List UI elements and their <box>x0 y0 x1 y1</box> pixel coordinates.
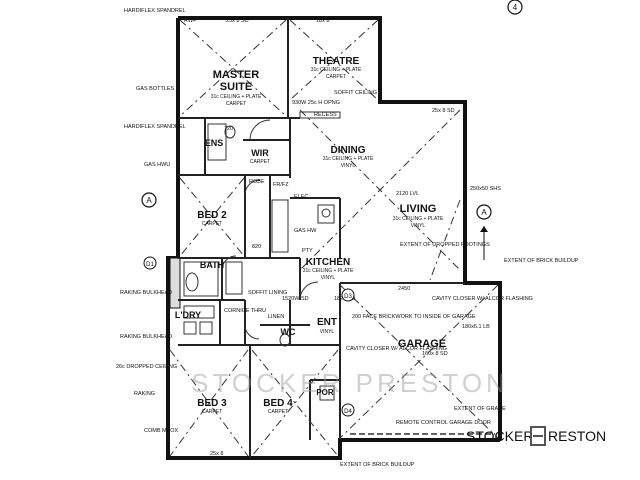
label-dim-1520: 1520W SD <box>282 296 309 302</box>
label-hardiflex-mid: HARDIFLEX SPANDREL <box>124 124 186 130</box>
detail-marker-d3: D3 <box>341 288 355 302</box>
room-garage: GARAGE <box>398 338 446 350</box>
room-living-note: 31c CEILING + PLATE <box>393 216 444 222</box>
room-bed2: BED 2 <box>197 210 227 221</box>
label-dim-2120: 2120 LVL <box>396 191 419 197</box>
room-living: LIVING <box>400 203 437 215</box>
room-living-finish: VINYL <box>411 223 426 229</box>
watermark: STOCKER PRESTON <box>191 368 509 398</box>
svg-text:D3: D3 <box>344 294 352 300</box>
label-comb-mbox: COMB MBOX <box>144 428 179 434</box>
label-dim-sd-top-left: 25x 8 SD <box>226 18 249 24</box>
label-soffit-ceiling: SOFFIT CEILING <box>334 90 377 96</box>
room-kitchen-note: 31c CEILING + PLATE <box>303 268 354 274</box>
label-frfz: FR/FZ <box>273 182 289 188</box>
ceiling-lines <box>169 19 499 457</box>
logo-mark-icon <box>530 426 546 446</box>
label-dim-sd-top-right: 18x 8 <box>316 18 329 24</box>
north-arrow-icon <box>480 226 488 260</box>
svg-text:A: A <box>481 208 487 217</box>
room-por: POR <box>316 388 334 397</box>
label-dim-250-shs: 250x50 SHS <box>470 186 501 192</box>
detail-marker-d4: D4 <box>341 403 355 417</box>
label-extent-brick-bottom: EXTENT OF BRICK BUILDUP <box>340 462 415 468</box>
brand-logo: STOCKER RESTON <box>466 426 606 446</box>
label-dim-25x8-right: 25x 8 SD <box>432 108 455 114</box>
room-wc: WC <box>281 327 296 337</box>
label-dim-2450: 2450 <box>398 286 410 292</box>
room-bath: BATH <box>200 260 224 270</box>
label-pty: PTY <box>302 248 313 254</box>
label-soffit-lining: SOFFIT LINING <box>248 290 287 296</box>
room-theatre-note: 31c CEILING + PLATE <box>311 67 362 73</box>
label-recess: RECESS <box>314 112 337 118</box>
label-rwp: RWP <box>184 18 197 24</box>
label-dropped-ceiling: 26c DROPPED CEILING <box>116 364 177 370</box>
svg-text:4: 4 <box>513 3 518 12</box>
room-dining-note: 31c CEILING + PLATE <box>323 156 374 162</box>
room-wir-finish: CARPET <box>250 159 270 165</box>
label-extent-dropped-footings: EXTENT OF DROPPED FOOTINGS <box>400 242 490 248</box>
room-bed3-finish: CARPET <box>202 409 222 415</box>
label-raking-3: RAKING <box>134 391 155 397</box>
annotations: 25x 8 SD 18x 8 RWP RECESS SOFFIT CEILING… <box>116 8 579 468</box>
room-master-line1: MASTER <box>213 69 260 81</box>
label-robe: ROBE <box>249 179 265 185</box>
room-ldry: L'DRY <box>175 310 201 320</box>
room-bed4: BED 4 <box>263 398 293 409</box>
label-cornice: CORNICE THRU <box>224 308 266 314</box>
label-remote-door: REMOTE CONTROL GARAGE DOOR <box>396 420 491 426</box>
room-theatre: THEATRE <box>313 56 360 67</box>
section-marker-a-right: A <box>476 204 492 220</box>
room-wir: WIR <box>251 148 269 158</box>
fixtures <box>183 111 341 401</box>
label-dim-720: 720 <box>224 126 233 132</box>
label-dim-820: 820 <box>252 244 261 250</box>
label-dim-160: 160x 8 SD <box>422 351 448 357</box>
room-theatre-finish: CARPET <box>326 74 346 80</box>
detail-marker-d1: D1 <box>143 256 157 270</box>
room-ent: ENT <box>317 317 337 328</box>
label-gas-hw: GAS HW <box>294 228 317 234</box>
label-dim-930: 930W 25c H OPNG <box>292 100 340 106</box>
room-bed3: BED 3 <box>197 398 227 409</box>
label-extent-grade: EXTENT OF GRADE <box>454 406 506 412</box>
label-gas-bottles: GAS BOTTLES <box>136 86 175 92</box>
room-kitchen-finish: VINYL <box>321 275 336 281</box>
room-ens: ENS <box>205 138 224 148</box>
room-dining-finish: VINYL <box>341 163 356 169</box>
room-bed4-finish: CARPET <box>268 409 288 415</box>
label-linen: LINEN <box>268 314 284 320</box>
label-extent-brick-right: EXTENT OF BRICK BUILDUP <box>504 258 579 264</box>
section-markers: A A D1 D3 D4 4 <box>141 0 523 417</box>
sheet-marker: 4 <box>507 0 523 15</box>
svg-text:D4: D4 <box>344 409 352 415</box>
room-bed2-finish: CARPET <box>202 221 222 227</box>
room-ent-finish: VINYL <box>320 329 335 335</box>
room-master-note: 31c CEILING + PLATE <box>211 94 262 100</box>
room-labels: MASTER SUITE 31c CEILING + PLATE CARPET … <box>175 56 446 415</box>
interior-walls <box>178 18 465 458</box>
label-gas-hwu: GAS HWU <box>144 162 170 168</box>
label-hardiflex-top: HARDIFLEX SPANDREL <box>124 8 186 14</box>
svg-text:A: A <box>146 196 152 205</box>
room-master-line2: SUITE <box>220 81 252 93</box>
room-master-finish: CARPET <box>226 101 246 107</box>
label-raking-2: RAKING BULKHEAD <box>120 334 172 340</box>
room-kitchen: KITCHEN <box>306 257 350 268</box>
label-elec: ELEC <box>294 194 308 200</box>
label-cavity-closer-1: CAVITY CLOSER W/ ALCOR FLASHING <box>432 296 533 302</box>
svg-text:D1: D1 <box>146 262 154 268</box>
label-dim-bottom: 25x 8 <box>210 451 223 457</box>
label-cavity-closer-2: CAVITY CLOSER W/ ALCOR FLASHING <box>346 346 447 352</box>
logo-right: RESTON <box>548 428 606 444</box>
logo-left: STOCKER <box>466 428 533 444</box>
label-dim-180: 180x6.1 LB <box>462 324 490 330</box>
section-marker-a-left: A <box>141 192 157 208</box>
label-face-brickwork: 200 FACE BRICKWORK TO INSIDE OF GARAGE <box>352 314 476 320</box>
room-dining: DINING <box>331 145 366 156</box>
label-raking-1: RAKING BULKHEAD <box>120 290 172 296</box>
